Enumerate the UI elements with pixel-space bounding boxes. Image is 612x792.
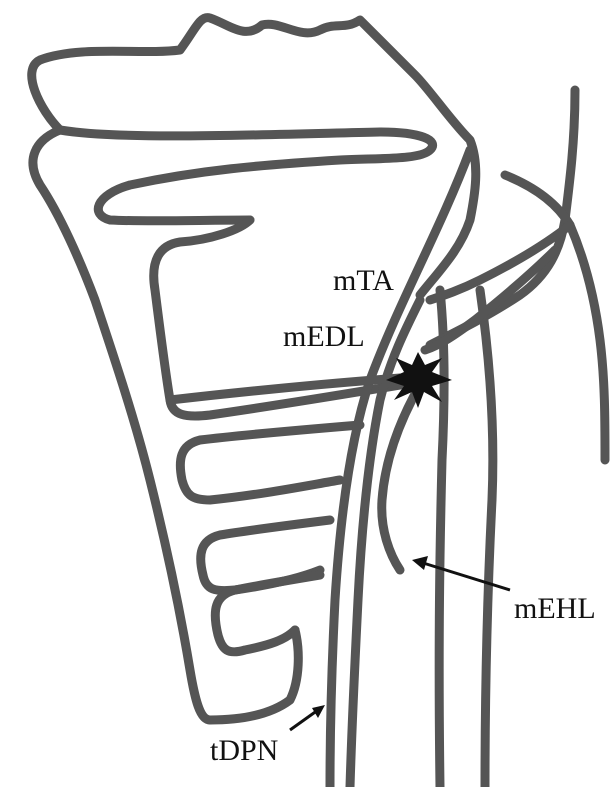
label-mta: mTA	[333, 266, 394, 296]
arrow-tdpn-line	[290, 710, 318, 730]
label-mehl: mEHL	[514, 594, 596, 624]
upper-inner-loop	[60, 130, 433, 221]
arrow-mehl-head	[412, 556, 428, 570]
label-medl: mEDL	[283, 322, 365, 352]
nerve-mehl-branch	[382, 385, 420, 570]
nerve-right-2	[480, 290, 493, 787]
arrow-mehl-line	[420, 562, 510, 590]
nerve-right-1	[439, 290, 444, 787]
finger-loop-1	[180, 425, 360, 500]
nerve-upper-right-branch-1	[430, 90, 575, 345]
finger-loop-3	[215, 575, 320, 652]
label-tdpn: tDPN	[210, 736, 278, 766]
nerve-upper-right-branch-2	[505, 175, 605, 460]
